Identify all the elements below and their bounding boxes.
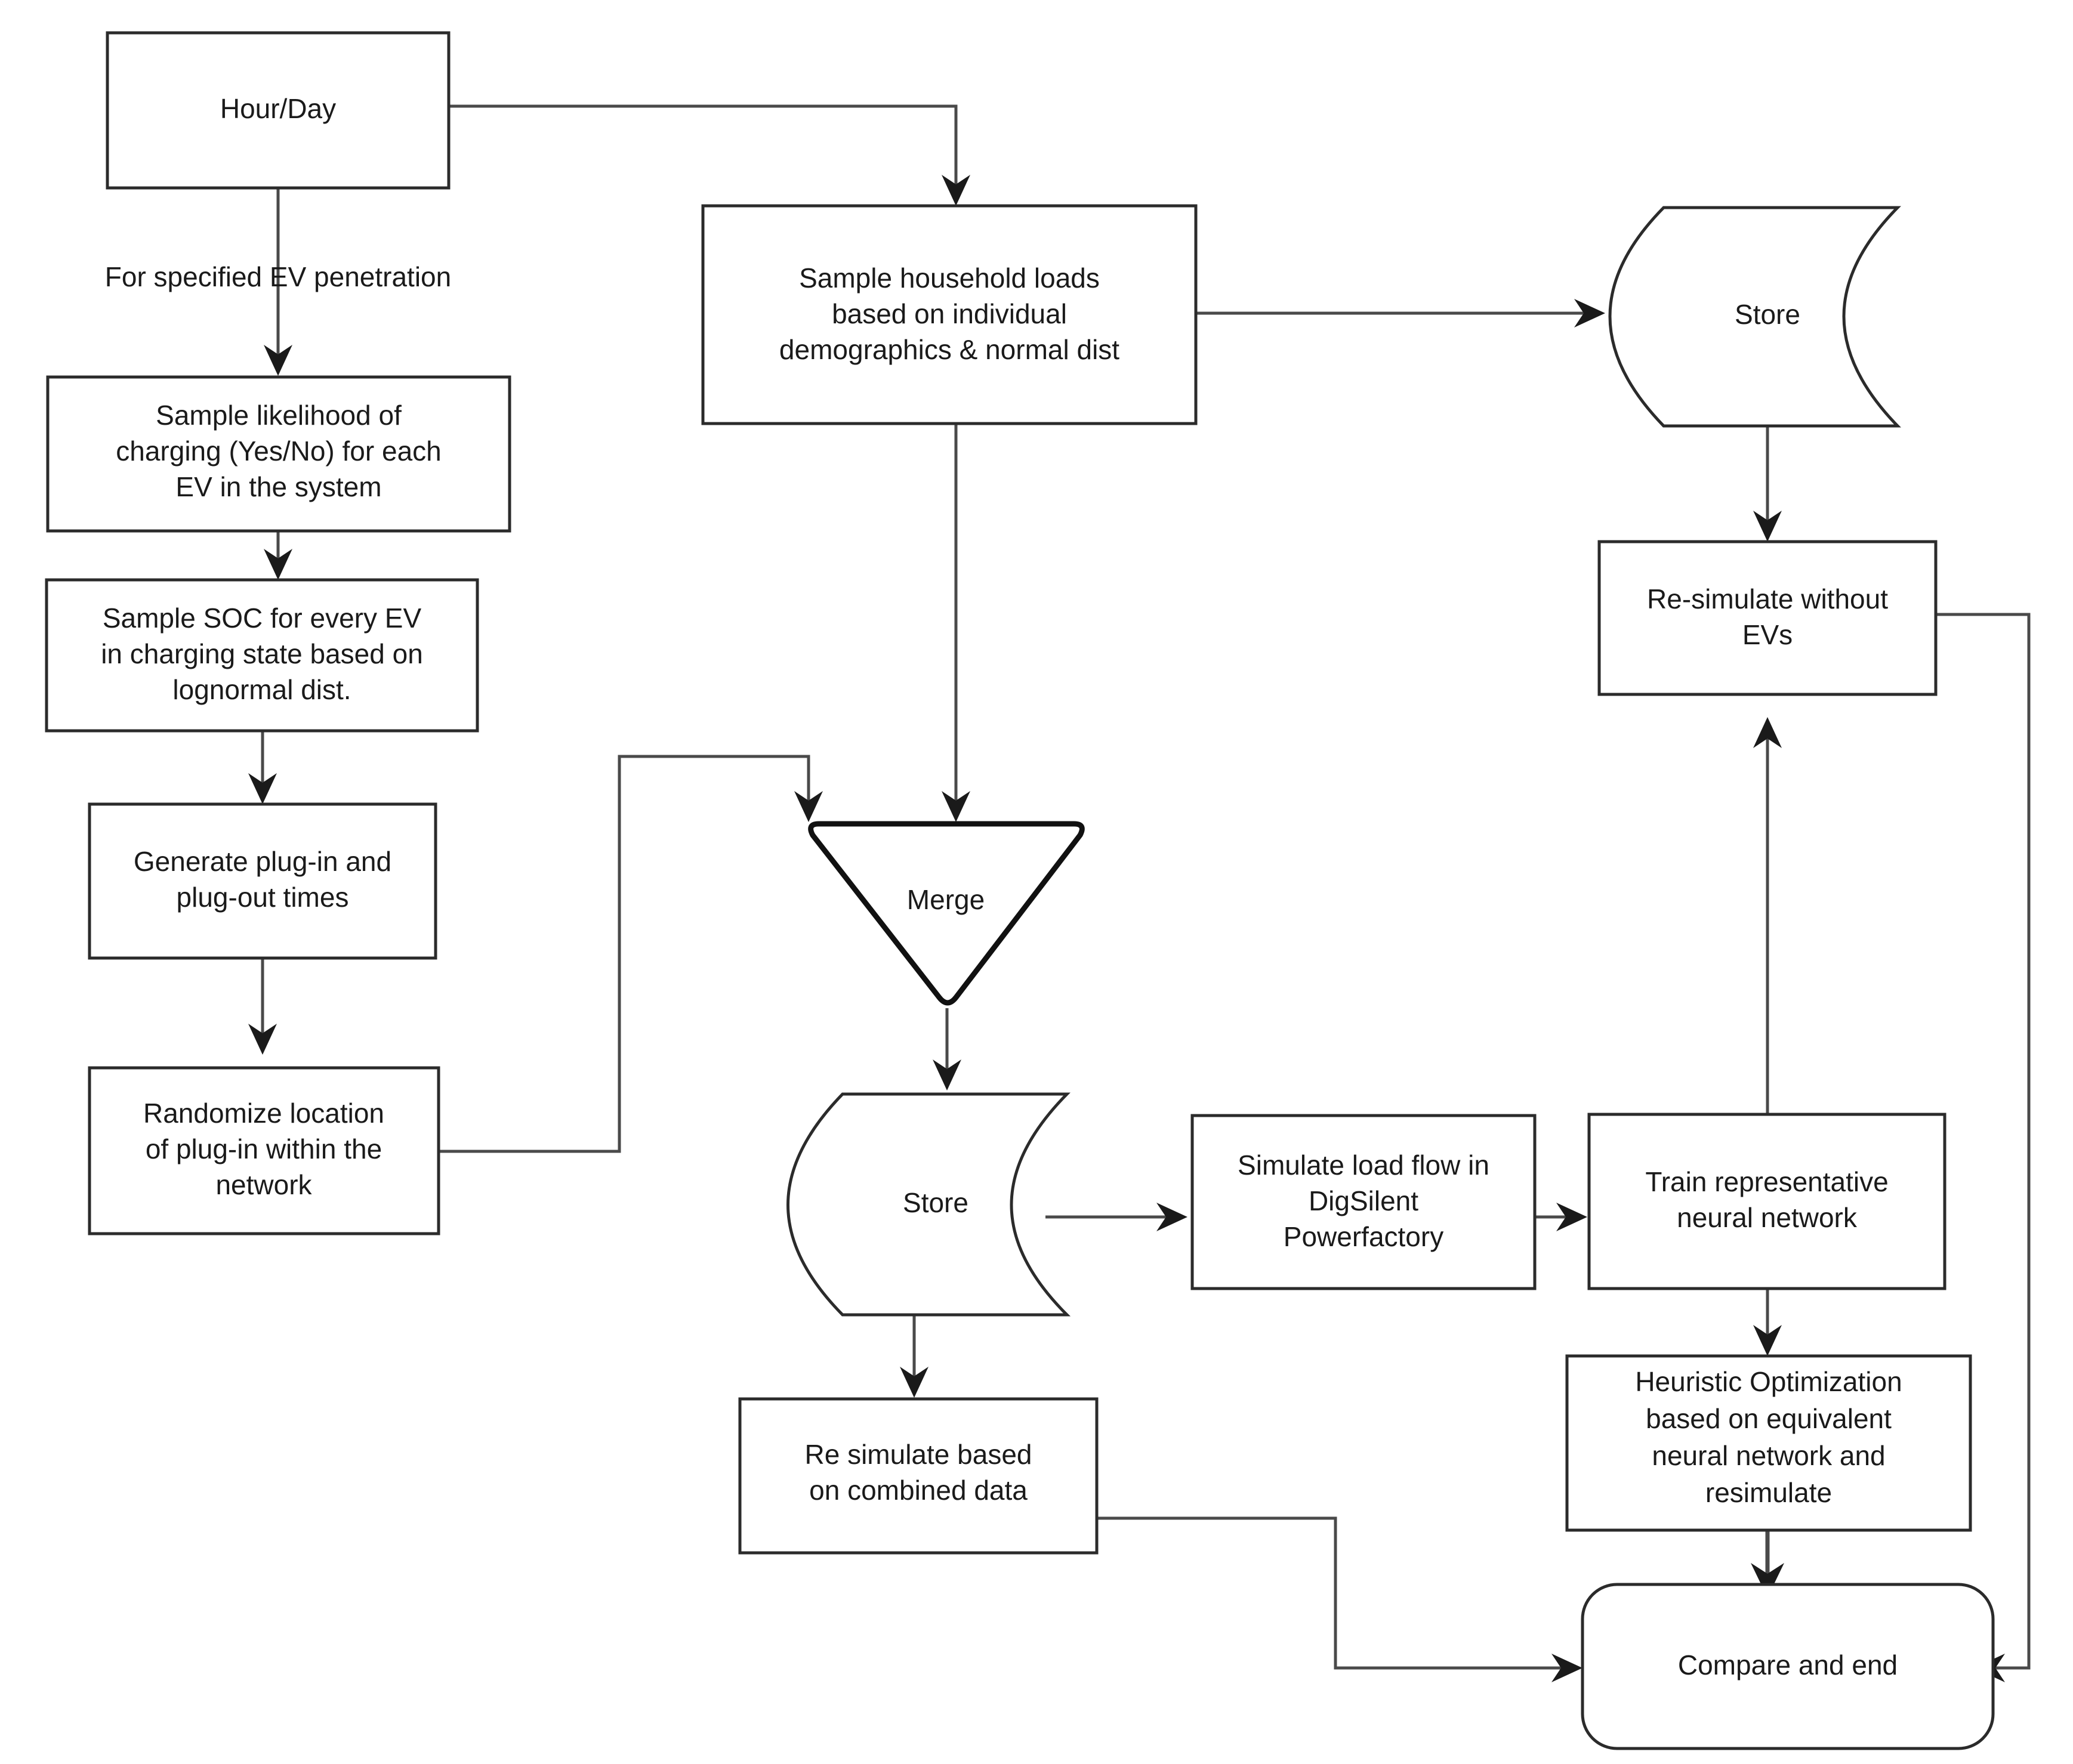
node-sample-likelihood[interactable]: Sample likelihood of charging (Yes/No) f… [46, 375, 511, 533]
node-sample-household[interactable]: Sample household loads based on individu… [701, 204, 1198, 425]
arrowhead-resim-combined [900, 1367, 928, 1398]
node-train-nn-line2: neural network [1677, 1202, 1858, 1233]
arrowhead-household [942, 175, 970, 206]
node-loadflow-line1: Simulate load flow in [1238, 1150, 1489, 1181]
node-loadflow-line2: DigSilent [1309, 1185, 1418, 1216]
node-sample-household-line3: demographics & normal dist [779, 334, 1119, 365]
node-heuristic-line3: neural network and [1652, 1440, 1885, 1471]
arrowhead-generate [248, 773, 277, 804]
node-hour-day[interactable]: Hour/Day [106, 31, 451, 190]
arrowhead-compare-left [1551, 1654, 1582, 1682]
node-resimulate-without-evs[interactable]: Re-simulate without EVs [1597, 540, 1938, 696]
node-train-nn-line1: Train representative [1645, 1166, 1888, 1197]
node-resim-combined-line2: on combined data [809, 1475, 1028, 1506]
arrowhead-store-mid [933, 1059, 961, 1090]
node-store-top[interactable]: Store [1608, 206, 1901, 428]
node-generate-plug[interactable]: Generate plug-in and plug-out times [88, 802, 437, 960]
node-sample-household-line2: based on individual [832, 298, 1067, 329]
node-sample-household-line1: Sample household loads [799, 262, 1100, 294]
arrowhead-compare-top [1751, 1563, 1784, 1598]
node-re-simulate-combined[interactable]: Re simulate based on combined data [738, 1397, 1099, 1555]
node-resim-combined-line1: Re simulate based [805, 1439, 1032, 1470]
node-sample-soc-line3: lognormal dist. [172, 674, 351, 705]
node-store-mid[interactable]: Store [786, 1092, 1071, 1317]
node-randomize-location[interactable]: Randomize location of plug-in within the… [88, 1066, 440, 1235]
node-heuristic-line1: Heuristic Optimization [1635, 1366, 1902, 1397]
node-resimulate-line2: EVs [1742, 619, 1793, 650]
arrowhead-loadflow [1156, 1203, 1187, 1231]
arrowhead-heuristic [1753, 1325, 1782, 1356]
node-sample-likelihood-line3: EV in the system [175, 471, 381, 502]
node-train-nn[interactable]: Train representative neural network [1587, 1113, 1946, 1290]
node-hour-day-label: Hour/Day [220, 93, 336, 124]
edge-randomize-to-merge [439, 755, 810, 1153]
node-heuristic-line2: based on equivalent [1646, 1403, 1892, 1434]
edge-label-ev-penetration: For specified EV penetration [105, 261, 451, 292]
arrowhead-merge-top [942, 791, 970, 822]
node-randomize-location-line1: Randomize location [143, 1098, 384, 1129]
node-merge-label: Merge [907, 884, 985, 915]
node-generate-plug-line2: plug-out times [177, 882, 349, 913]
node-store-mid-label: Store [903, 1187, 968, 1218]
edge-hourday-to-household [449, 104, 958, 190]
arrowhead-soc [264, 549, 292, 580]
node-sample-soc-line2: in charging state based on [101, 638, 423, 669]
arrowhead-merge-left [794, 791, 823, 822]
node-heuristic-line4: resimulate [1705, 1477, 1832, 1508]
arrowhead-store-top [1574, 299, 1605, 328]
node-sample-likelihood-line1: Sample likelihood of [156, 400, 402, 431]
arrowhead-resimulate-bottom [1753, 717, 1782, 748]
arrowhead-randomize [248, 1024, 277, 1055]
node-sample-likelihood-line2: charging (Yes/No) for each [116, 435, 442, 467]
node-sample-soc[interactable]: Sample SOC for every EV in charging stat… [45, 578, 479, 733]
edge-layer [248, 104, 2031, 1682]
node-heuristic-optimization[interactable]: Heuristic Optimization based on equivale… [1565, 1354, 1972, 1532]
node-compare-end-label: Compare and end [1678, 1649, 1898, 1680]
node-resimulate-line1: Re-simulate without [1647, 583, 1888, 614]
arrowhead-trainnn [1556, 1203, 1587, 1231]
node-simulate-load-flow[interactable]: Simulate load flow in DigSilent Powerfac… [1190, 1114, 1537, 1290]
edge-resim-combined-to-compare [1097, 1516, 1563, 1670]
edge-resimulate-to-compare [1936, 613, 2031, 1670]
node-randomize-location-line2: of plug-in within the [146, 1133, 382, 1164]
node-store-top-label: Store [1735, 299, 1800, 330]
node-randomize-location-line3: network [215, 1169, 312, 1200]
node-layer: Hour/Day For specified EV penetration Sa… [45, 31, 1995, 1750]
arrowhead-likelihood [264, 345, 292, 376]
arrowhead-resimulate-top [1753, 511, 1782, 542]
node-generate-plug-line1: Generate plug-in and [134, 846, 391, 877]
node-compare-end[interactable]: Compare and end [1581, 1583, 1995, 1750]
node-loadflow-line3: Powerfactory [1284, 1221, 1443, 1252]
node-merge[interactable]: Merge [808, 821, 1085, 1006]
node-sample-soc-line1: Sample SOC for every EV [103, 603, 422, 634]
